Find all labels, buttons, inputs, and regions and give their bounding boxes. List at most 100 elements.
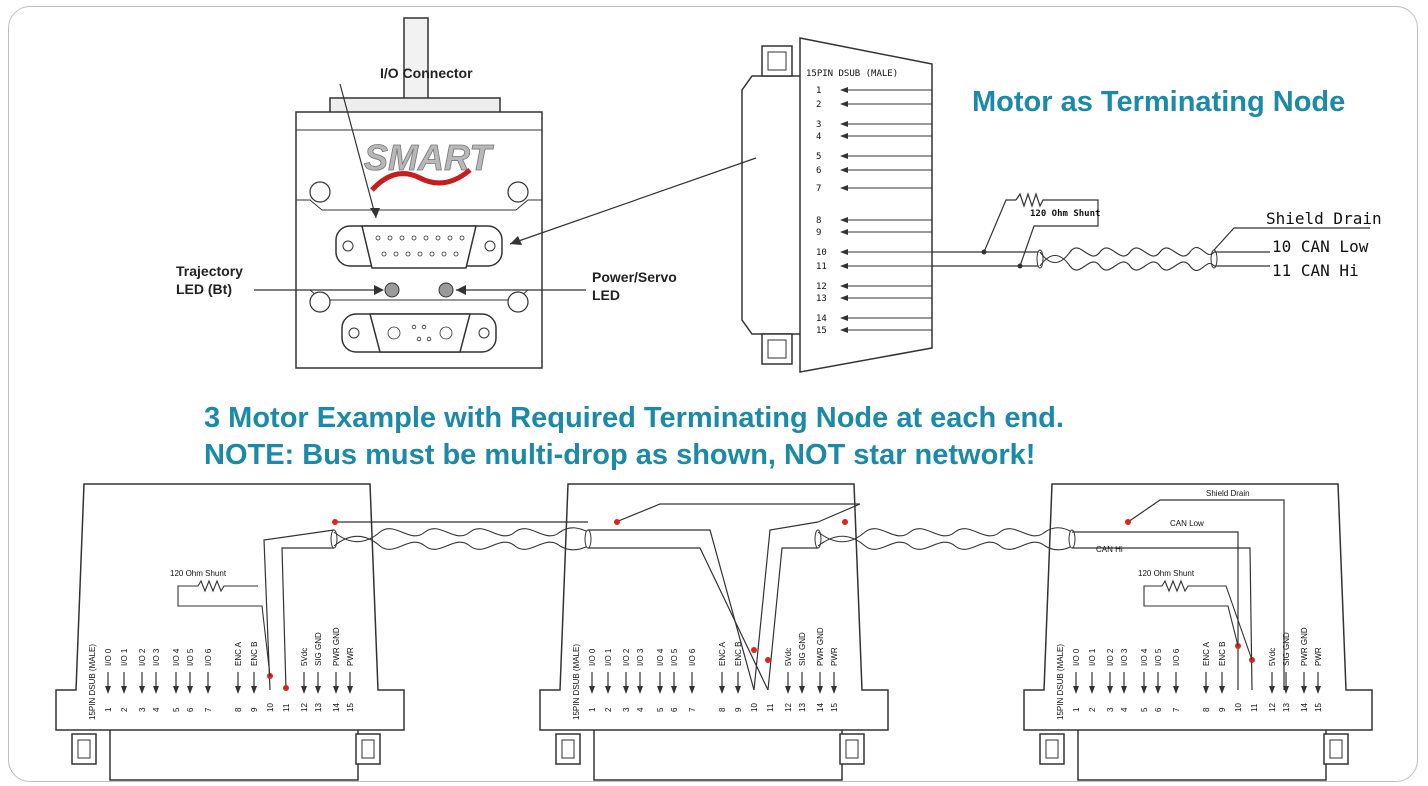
top-pin-label: 14 — [816, 314, 827, 324]
bottom-pin-label: PWR GND — [816, 627, 825, 666]
bottom-pin-number: 12 — [1268, 703, 1277, 712]
bottom-pin-label: I/O 2 — [1106, 648, 1115, 666]
bottom-pin-number: 5 — [172, 707, 181, 712]
bottom-pin-label: ENC A — [1202, 641, 1211, 666]
top-pin-label: 3 — [816, 120, 821, 130]
bottom-pin-number: 14 — [332, 703, 341, 712]
bottom-pin-number: 4 — [152, 707, 161, 712]
top-pin-label: 8 — [816, 216, 821, 226]
top-can-hi-label: 11 CAN Hi — [1272, 261, 1359, 280]
bottom-pin-label: PWR — [830, 647, 839, 666]
bottom-pin-label: I/O 2 — [138, 648, 147, 666]
bottom-pin-label: I/O 1 — [1088, 648, 1097, 666]
top-shunt-label: 120 Ohm Shunt — [1030, 209, 1100, 219]
top-pin-label: 7 — [816, 184, 821, 194]
top-can-low-label: 10 CAN Low — [1272, 237, 1369, 256]
bottom-pin-number: 1 — [1072, 707, 1081, 712]
bottom-pin-number: 9 — [250, 707, 259, 712]
top-pin-label: 11 — [816, 262, 827, 272]
top-pin-label: 12 — [816, 282, 827, 292]
bottom-pin-number: 7 — [1172, 707, 1181, 712]
bottom-pin-number: 11 — [766, 703, 775, 712]
bottom-pin-label: I/O 1 — [604, 648, 613, 666]
terminating-node-heading: Motor as Terminating Node — [972, 86, 1346, 118]
bottom-pin-number: 9 — [1218, 707, 1227, 712]
top-pin-arrow — [840, 185, 848, 191]
bottom-pin-number: 1 — [588, 707, 597, 712]
bottom-pin-number: 10 — [750, 703, 759, 712]
trajectory-led-label-2: LED (Bt) — [176, 281, 232, 297]
trajectory-led — [384, 282, 400, 298]
bottom-dsub-connector: 15PIN DSUB (MALE)I/O 01I/O 12I/O 23I/O 3… — [55, 483, 405, 781]
bottom-can-hi-label: CAN Hi — [1096, 545, 1123, 554]
bottom-pin-label: ENC B — [1218, 642, 1227, 666]
top-pin-label: 6 — [816, 166, 821, 176]
bottom-pin-label: I/O 6 — [204, 648, 213, 666]
bottom-pin-number: 12 — [300, 703, 309, 712]
bottom-shield-label: Shield Drain — [1206, 489, 1250, 498]
top-pin-arrow — [840, 283, 848, 289]
top-pin-arrow — [840, 87, 848, 93]
bottom-pin-number: 6 — [186, 707, 195, 712]
bottom-dsub-connector: 15PIN DSUB (MALE)I/O 01I/O 12I/O 23I/O 3… — [1023, 483, 1373, 781]
bottom-pin-label: I/O 3 — [152, 648, 161, 666]
bottom-pin-number: 5 — [1140, 707, 1149, 712]
bottom-pin-number: 6 — [670, 707, 679, 712]
bottom-pin-number: 1 — [104, 707, 113, 712]
bottom-pin-number: 5 — [656, 707, 665, 712]
svg-text:SMART: SMART — [364, 137, 494, 178]
example-heading-line1: 3 Motor Example with Required Terminatin… — [204, 402, 1064, 434]
top-pin-label: 1 — [816, 86, 821, 96]
bottom-pin-label: I/O 4 — [172, 648, 181, 666]
bottom-pin-label: ENC B — [734, 642, 743, 666]
bottom-pin-number: 15 — [830, 703, 839, 712]
power-led-label-2: LED — [592, 287, 620, 303]
bottom-pin-number: 7 — [688, 707, 697, 712]
bottom-pin-label: ENC A — [234, 641, 243, 666]
bottom-pin-label: I/O 6 — [688, 648, 697, 666]
bottom-pin-label: I/O 5 — [1154, 648, 1163, 666]
bottom-pin-number: 3 — [622, 707, 631, 712]
bottom-pin-number: 2 — [604, 707, 613, 712]
bottom-pin-label: I/O 2 — [622, 648, 631, 666]
bottom-pin-number: 10 — [1234, 703, 1243, 712]
top-pin-arrow — [840, 327, 848, 333]
bottom-connectors: 15PIN DSUB (MALE)I/O 01I/O 12I/O 23I/O 3… — [55, 483, 1373, 781]
bottom-pin-label: SIG GND — [1282, 632, 1291, 666]
io-connector-label: I/O Connector — [380, 65, 473, 81]
top-pin-arrow — [840, 133, 848, 139]
bottom-pin-number: 10 — [266, 703, 275, 712]
bottom-pin-label: ENC A — [718, 641, 727, 666]
top-pin-label: 4 — [816, 132, 821, 142]
top-pin-label: 15 — [816, 326, 827, 336]
smart-logo: SMART — [364, 137, 495, 192]
bottom-dsub-title: 15PIN DSUB (MALE) — [88, 644, 97, 720]
bottom-pin-label: 5Vdc — [1268, 648, 1277, 666]
bottom-pin-number: 8 — [718, 707, 727, 712]
bottom-pin-number: 11 — [1250, 703, 1259, 712]
top-shield-label: Shield Drain — [1266, 209, 1382, 228]
example-heading: 3 Motor Example with Required Terminatin… — [204, 400, 1064, 474]
bottom-pin-label: ENC B — [250, 642, 259, 666]
top-pin-arrow — [840, 217, 848, 223]
bottom-pin-number: 2 — [120, 707, 129, 712]
bottom-dsub-title: 15PIN DSUB (MALE) — [1056, 644, 1065, 720]
bottom-pin-number: 2 — [1088, 707, 1097, 712]
bottom-pin-number: 6 — [1154, 707, 1163, 712]
smart-motor: SMART — [295, 17, 543, 369]
bottom-pin-number: 13 — [314, 703, 323, 712]
bottom-pin-number: 8 — [1202, 707, 1211, 712]
top-pin-arrow — [840, 263, 848, 269]
bottom-pin-number: 14 — [1300, 703, 1309, 712]
top-dsub-title: 15PIN DSUB (MALE) — [806, 69, 898, 79]
bottom-pin-number: 4 — [636, 707, 645, 712]
power-led — [438, 282, 454, 298]
bus-cable — [177, 499, 1285, 691]
bottom-pin-number: 7 — [204, 707, 213, 712]
bottom-dsub-connector: 15PIN DSUB (MALE)I/O 01I/O 12I/O 23I/O 3… — [539, 483, 889, 781]
top-pin-arrow — [840, 101, 848, 107]
bottom-dsub-title: 15PIN DSUB (MALE) — [572, 644, 581, 720]
bottom-pin-label: I/O 5 — [186, 648, 195, 666]
